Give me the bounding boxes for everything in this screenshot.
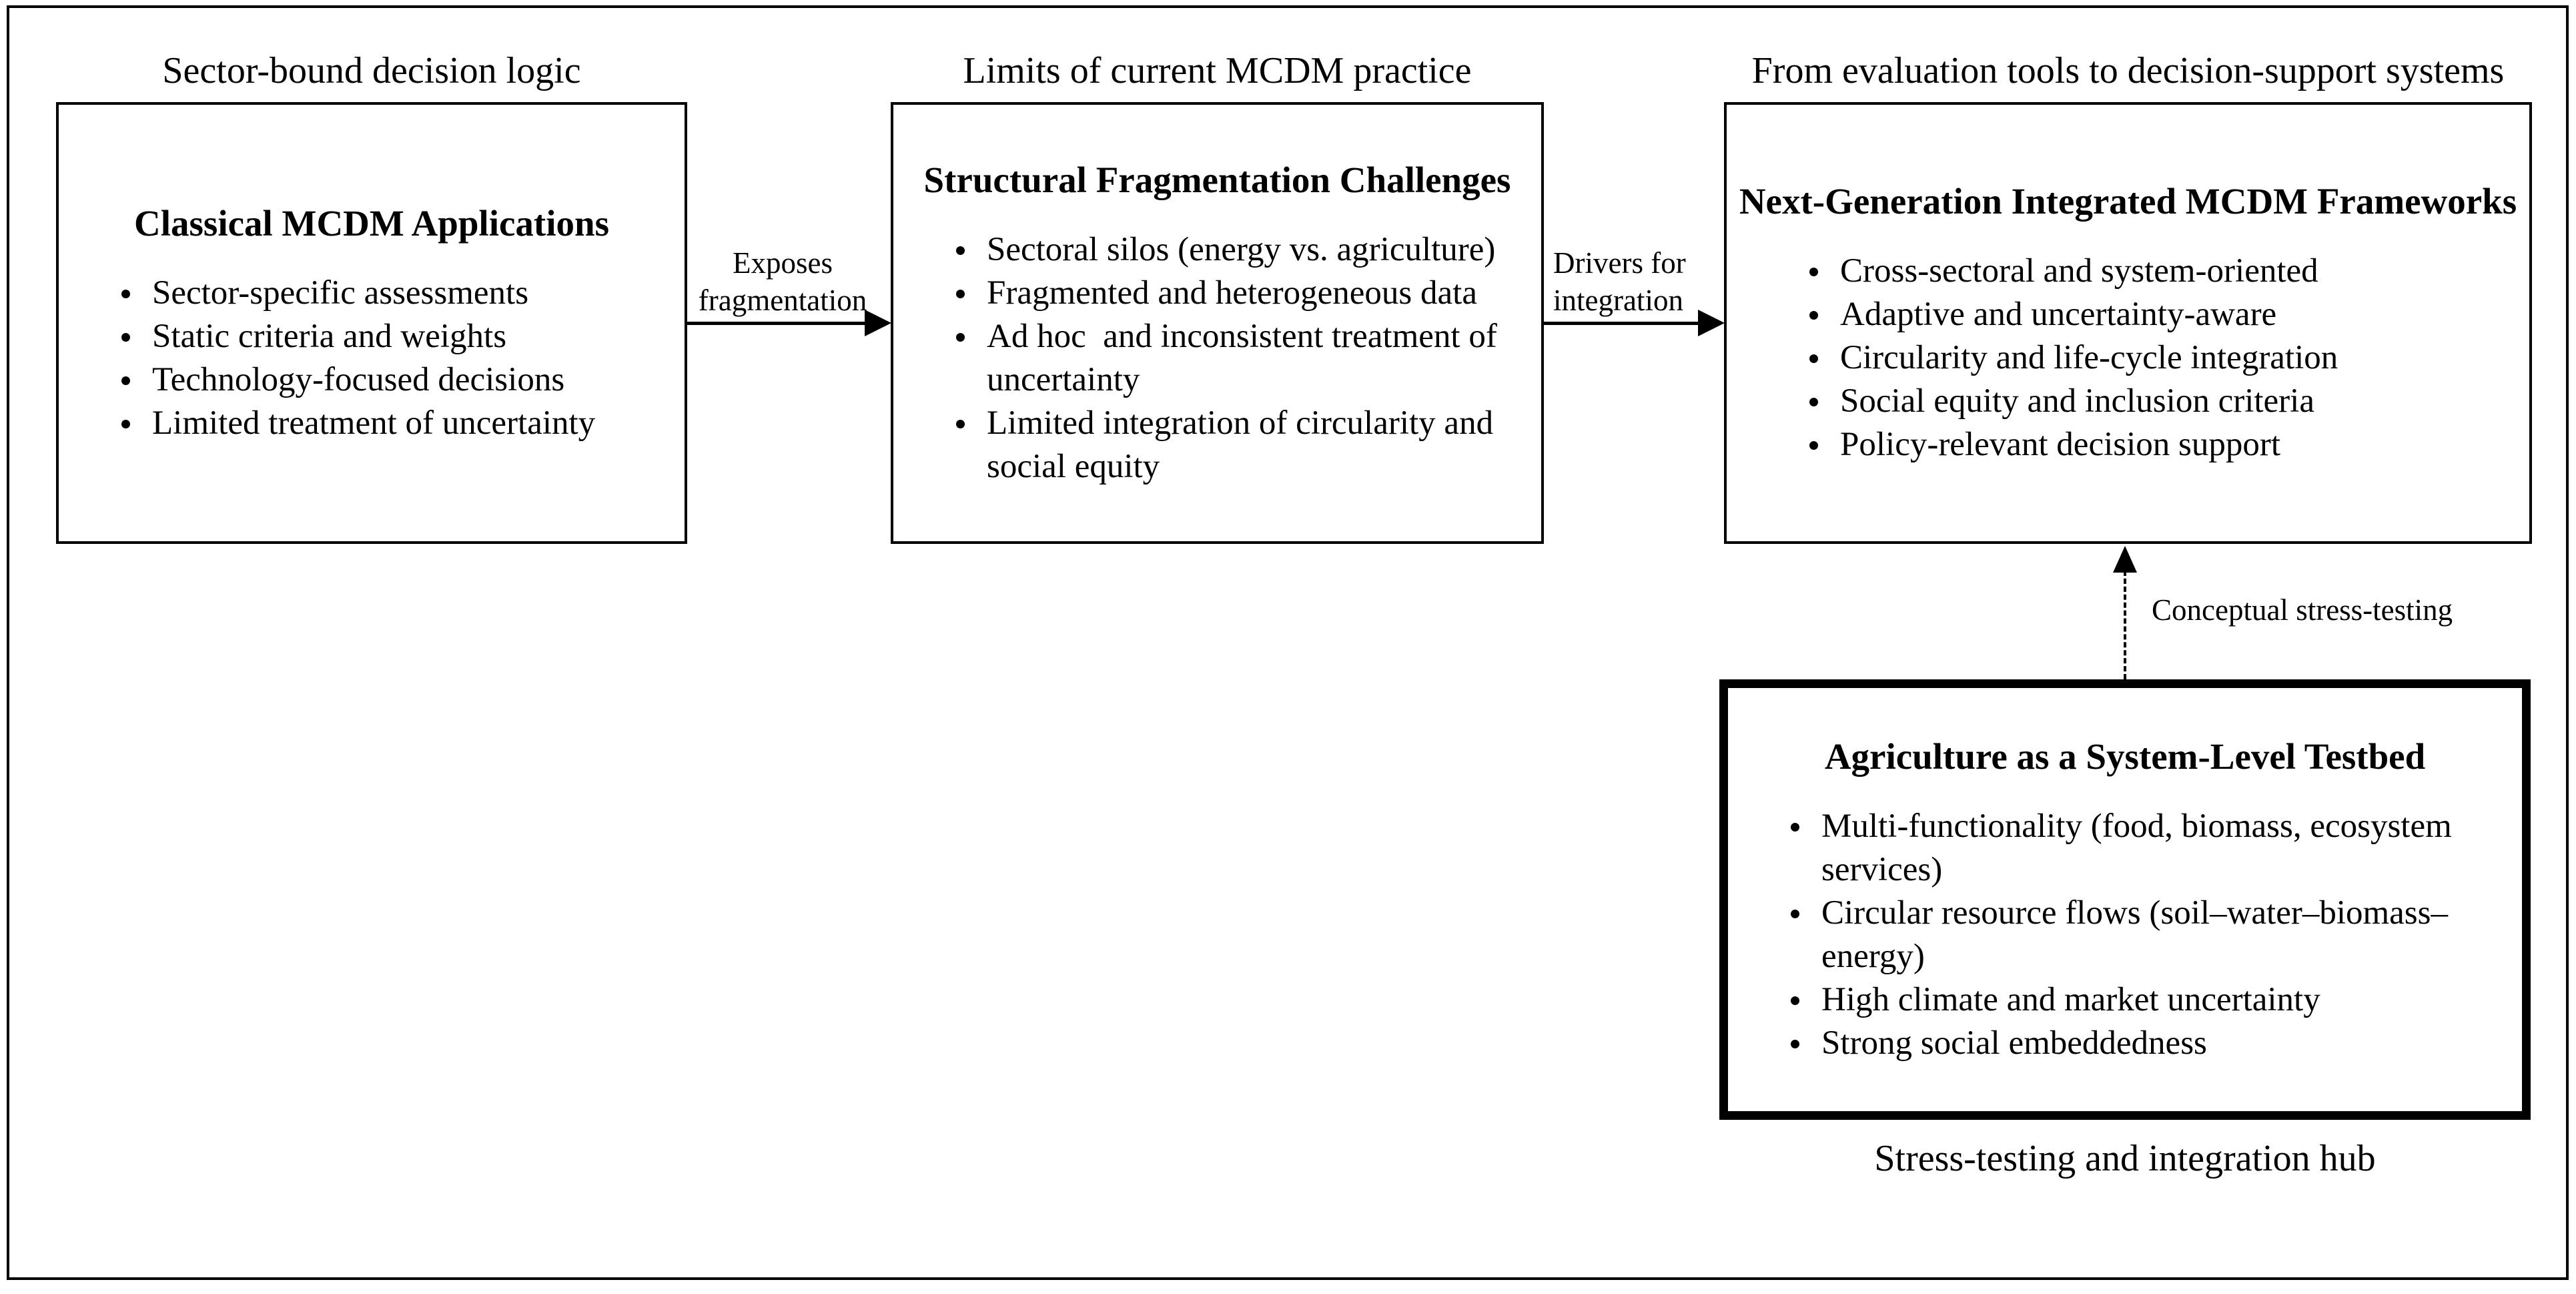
bullet-list: Multi-functionality (food, biomass, ecos…	[1728, 805, 2522, 1065]
list-item: Multi-functionality (food, biomass, ecos…	[1791, 805, 2509, 892]
box-title: Agriculture as a System-Level Testbed	[1824, 735, 2426, 777]
arrow-right-head-icon	[865, 310, 891, 336]
arrow-label: Conceptual stress-testing	[2152, 593, 2453, 627]
list-item: Adaptive and uncertainty-aware	[1809, 293, 2516, 336]
arrow-up-head-icon	[2113, 546, 2137, 573]
list-item: High climate and market uncertainty	[1791, 978, 2509, 1022]
list-item: Sectoral silos (energy vs. agriculture)	[956, 228, 1528, 272]
list-item: Static criteria and weights	[121, 315, 671, 358]
column-header-decision-support: From evaluation tools to decision-suppor…	[1751, 50, 2505, 91]
dashed-line	[2124, 571, 2126, 679]
arrow-line	[1544, 322, 1701, 325]
list-item: Social equity and inclusion criteria	[1809, 380, 2516, 423]
arrow-label-line: integration	[1553, 284, 1683, 317]
box-structural-fragmentation-challenges: Structural Fragmentation Challenges Sect…	[891, 102, 1544, 544]
arrow-label-line: Exposes	[733, 246, 833, 280]
list-item: Ad hoc and inconsistent treatment of unc…	[956, 315, 1528, 402]
list-item: Limited integration of circularity and s…	[956, 402, 1528, 489]
list-item: Limited treatment of uncertainty	[121, 402, 671, 445]
box-agriculture-system-level-testbed: Agriculture as a System-Level Testbed Mu…	[1719, 679, 2531, 1120]
list-item: Strong social embeddedness	[1791, 1022, 2509, 1065]
box-title: Classical MCDM Applications	[134, 202, 609, 244]
stress-testing-hub-caption: Stress-testing and integration hub	[1874, 1138, 2376, 1179]
box-title: Structural Fragmentation Challenges	[923, 159, 1511, 200]
list-item: Policy-relevant decision support	[1809, 423, 2516, 466]
list-item: Circularity and life-cycle integration	[1809, 336, 2516, 380]
arrow-label: Exposes fragmentation	[683, 244, 883, 319]
box-classical-mcdm-applications: Classical MCDM Applications Sector-speci…	[56, 102, 687, 544]
bullet-list: Cross-sectoral and system-oriented Adapt…	[1727, 250, 2529, 466]
arrow-line	[687, 322, 867, 325]
column-header-sector-bound: Sector-bound decision logic	[162, 50, 581, 91]
arrow-right-head-icon	[1698, 310, 1725, 336]
bullet-list: Sectoral silos (energy vs. agriculture) …	[893, 228, 1541, 489]
arrow-label-line: Drivers for	[1553, 246, 1686, 280]
outer-border	[7, 5, 2569, 1280]
list-item: Sector-specific assessments	[121, 272, 671, 315]
list-item: Technology-focused decisions	[121, 358, 671, 402]
bullet-list: Sector-specific assessments Static crite…	[59, 272, 685, 445]
list-item: Cross-sectoral and system-oriented	[1809, 250, 2516, 293]
box-next-generation-frameworks: Next-Generation Integrated MCDM Framewor…	[1724, 102, 2532, 544]
arrow-label: Drivers for integration	[1553, 244, 1686, 319]
list-item: Circular resource flows (soil–water–biom…	[1791, 892, 2509, 978]
box-title: Next-Generation Integrated MCDM Framewor…	[1739, 181, 2517, 222]
column-header-limits-mcdm: Limits of current MCDM practice	[963, 50, 1472, 91]
arrow-label-line: fragmentation	[698, 284, 867, 317]
list-item: Fragmented and heterogeneous data	[956, 272, 1528, 315]
